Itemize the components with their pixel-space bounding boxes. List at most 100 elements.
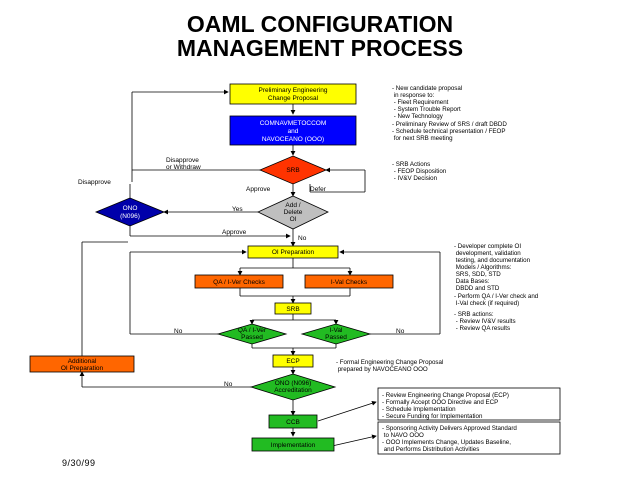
date-label: 9/30/99 xyxy=(62,458,96,468)
note-n5: - Perform QA / I-Ver check and I-Val che… xyxy=(454,293,539,307)
ono-line2: (N096) xyxy=(120,213,140,220)
note-n4-line: DBDD and STD xyxy=(454,285,500,292)
comnav-line2: and xyxy=(288,128,299,135)
note-n7-line: - Formal Engineering Change Proposal xyxy=(336,359,443,366)
ono-accreditation-decision xyxy=(249,373,337,401)
oi-preparation-box xyxy=(247,245,339,259)
note-n9-line: to NAVO OOO xyxy=(382,432,424,439)
label-disapprove: Disapprove xyxy=(78,179,111,186)
note-n6-line: - Review QA results xyxy=(454,325,510,332)
ival-passed-line2: Passed xyxy=(325,334,347,341)
comnav-box xyxy=(229,115,357,146)
note-n7-line: prepared by NAVOCEANO OOO xyxy=(336,366,428,373)
note-n3-line: - IV&V Decision xyxy=(392,175,438,182)
note-n8-line: - Schedule Implementation xyxy=(382,406,456,413)
comnav-line3: NAVOCEANO (OOO) xyxy=(262,136,324,143)
comnav-line1: COMNAVMETOCCOM xyxy=(260,120,327,127)
note-n8-line: - Formally Accept OOO Directive and ECP xyxy=(382,399,498,406)
ono-decision xyxy=(94,197,166,227)
additional-oi-line2: OI Preparation xyxy=(61,365,104,372)
note-n9-line: - Sponsoring Activity Delivers Approved … xyxy=(382,425,517,432)
title-line1: OAML CONFIGURATION xyxy=(187,11,453,37)
note-n4-line: SRS, SDD, STD xyxy=(454,271,501,278)
ecp-box xyxy=(272,354,314,368)
preliminary-ecp-box xyxy=(229,83,357,105)
ival-checks-label: I-Val Checks xyxy=(331,279,368,286)
note-n2-line: - Schedule technical presentation / FEOP xyxy=(392,128,506,135)
note-n8-line: - Secure Funding for Implementation xyxy=(382,413,483,420)
srb-box-2-label: SRB xyxy=(286,306,299,313)
ccb-notes-box xyxy=(377,387,561,421)
additional-oi-box xyxy=(29,355,135,373)
label-no-1: No xyxy=(298,235,307,242)
note-n1-line: - New candidate proposal xyxy=(392,85,462,92)
label-no-right: No xyxy=(396,328,405,335)
note-n8: - Review Engineering Change Proposal (EC… xyxy=(382,392,509,420)
label-defer: Defer xyxy=(310,186,327,193)
add-delete-line2: Delete xyxy=(284,209,303,216)
note-n4-line: - Developer complete OI xyxy=(454,243,521,250)
implementation-box xyxy=(251,437,335,452)
ccb-box xyxy=(268,414,318,429)
note-n2: - Preliminary Review of SRS / draft DBDD… xyxy=(392,121,507,142)
note-n7: - Formal Engineering Change Proposal pre… xyxy=(336,359,443,373)
ccb-label: CCB xyxy=(286,419,300,426)
note-n3-line: - SRB Actions xyxy=(392,161,430,168)
connectors xyxy=(79,89,441,447)
note-n4-line: Data Bases: xyxy=(454,278,490,285)
note-n5-line: I-Val check (if required) xyxy=(454,300,519,307)
qa-checks-box xyxy=(194,274,284,289)
note-n4: - Developer complete OI development, val… xyxy=(454,243,531,292)
srb-decision-1-label: SRB xyxy=(286,167,299,174)
implementation-notes-box xyxy=(377,421,561,455)
add-delete-line3: OI xyxy=(290,216,297,223)
ival-checks-box xyxy=(304,274,394,289)
label-approve-2: Approve xyxy=(222,229,247,236)
note-n1-line: - System Trouble Report xyxy=(392,106,461,113)
note-n1-line: in response to: xyxy=(392,92,435,99)
srb-decision-1 xyxy=(258,155,328,185)
note-n6-line: - Review IV&V results xyxy=(454,318,516,325)
note-n6-line: - SRB actions: xyxy=(454,311,494,318)
note-n2-line: for next SRB meeting xyxy=(392,135,453,142)
qa-passed-line1: QA / I-Ver xyxy=(238,327,267,334)
qa-passed-line2: Passed xyxy=(241,334,263,341)
label-no-accred: No xyxy=(224,381,233,388)
note-n1-line: - New Technology xyxy=(392,113,444,120)
oi-preparation-label: OI Preparation xyxy=(272,249,315,256)
note-n9-line: - OOO Implements Change, Updates Baselin… xyxy=(382,439,511,446)
note-n5-line: - Perform QA / I-Ver check and xyxy=(454,293,539,300)
note-n6: - SRB actions: - Review IV&V results - R… xyxy=(454,311,516,332)
label-no-left: No xyxy=(174,328,183,335)
note-n9-line: and Performs Distribution Activities xyxy=(382,446,479,453)
label-disapprove-withdraw-2: or Withdraw xyxy=(166,164,201,171)
note-n8-line: - Review Engineering Change Proposal (EC… xyxy=(382,392,509,399)
title-line2: MANAGEMENT PROCESS xyxy=(177,35,463,61)
ecp-label: ECP xyxy=(286,358,299,365)
add-delete-decision xyxy=(257,195,329,230)
note-n9: - Sponsoring Activity Delivers Approved … xyxy=(382,425,517,453)
additional-oi-line1: Additional xyxy=(68,358,97,365)
preliminary-ecp-line1: Preliminary Engineering xyxy=(258,87,327,94)
note-n4-line: development, validation xyxy=(454,250,521,257)
label-disapprove-withdraw-1: Disapprove xyxy=(166,157,199,164)
note-n1-line: - Fleet Requirement xyxy=(392,99,449,106)
ival-passed-decision xyxy=(300,323,372,345)
note-n4-line: testing, and documentation xyxy=(454,257,531,264)
add-delete-line1: Add / xyxy=(285,202,300,209)
preliminary-ecp-line2: Change Proposal xyxy=(268,95,319,102)
label-yes: Yes xyxy=(232,206,243,213)
label-approve-1: Approve xyxy=(246,186,271,193)
qa-checks-label: QA / I-Ver Checks xyxy=(213,279,265,286)
note-n3: - SRB Actions - FEOP Disposition - IV&V … xyxy=(392,161,447,182)
note-n1: - New candidate proposal in response to:… xyxy=(392,85,462,120)
note-n3-line: - FEOP Disposition xyxy=(392,168,447,175)
ono-accred-line1: ONO (N096) xyxy=(275,380,311,387)
ono-accred-line2: Accreditation xyxy=(274,387,312,394)
note-n4-line: Models / Algorithms: xyxy=(454,264,512,271)
note-n2-line: - Preliminary Review of SRS / draft DBDD xyxy=(392,121,507,128)
ono-line1: ONO xyxy=(123,205,138,212)
srb-box-2 xyxy=(274,302,312,315)
implementation-label: Implementation xyxy=(271,442,316,449)
